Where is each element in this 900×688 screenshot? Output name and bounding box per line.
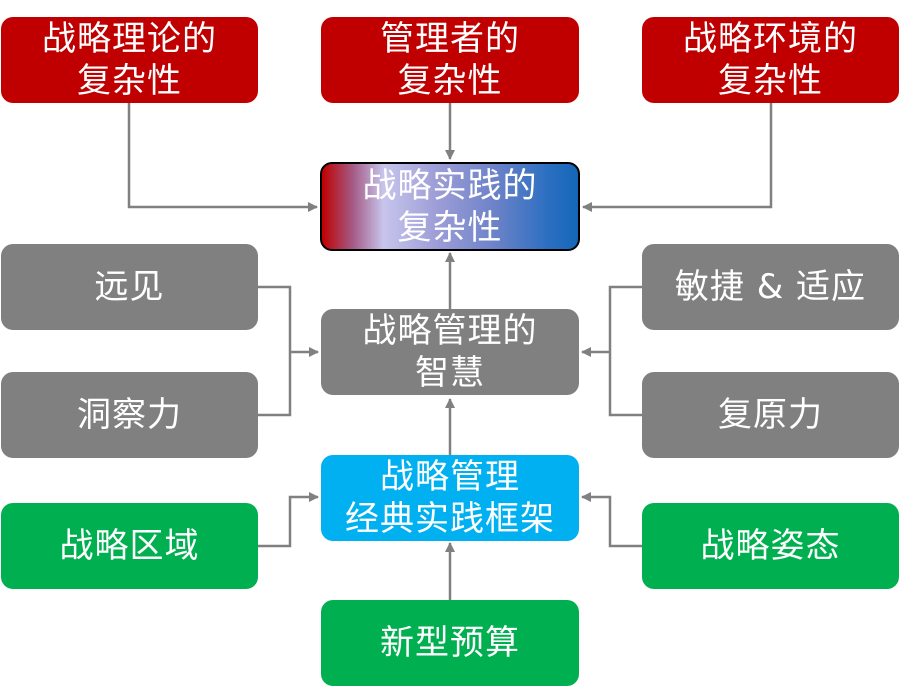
domain-box: 战略区域	[1, 503, 258, 589]
theory-complexity-box: 战略理论的 复杂性	[1, 17, 258, 103]
environment-complexity-line-2: 复杂性	[718, 61, 823, 101]
arrow-domain-to-framework	[258, 492, 319, 548]
manager-complexity-line-2: 复杂性	[397, 61, 503, 101]
insight-box: 洞察力	[1, 372, 258, 458]
framework-box: 战略管理 经典实践框架	[321, 455, 579, 541]
practice-complexity-box: 战略实践的 复杂性	[320, 162, 580, 251]
practice-complexity-line-2: 复杂性	[397, 207, 503, 248]
arrow-environment-to-practice	[582, 103, 773, 212]
domain-label: 战略区域	[59, 526, 200, 566]
resilience-box: 复原力	[642, 372, 899, 458]
posture-label: 战略姿态	[700, 526, 841, 566]
vision-label: 远见	[94, 267, 165, 307]
bracket-right-wisdom	[608, 285, 642, 417]
wisdom-line-2: 智慧	[415, 353, 485, 393]
wisdom-box: 战略管理的 智慧	[321, 309, 579, 395]
insight-label: 洞察力	[77, 395, 182, 435]
framework-line-1: 战略管理	[380, 457, 520, 497]
manager-complexity-line-1: 管理者的	[380, 19, 520, 59]
theory-complexity-line-1: 战略理论的	[42, 19, 217, 59]
environment-complexity-line-1: 战略环境的	[683, 19, 858, 59]
framework-line-2: 经典实践框架	[345, 499, 555, 539]
agility-box: 敏捷 & 适应	[642, 244, 899, 330]
environment-complexity-box: 战略环境的 复杂性	[642, 17, 899, 103]
arrow-theory-to-practice	[127, 103, 318, 212]
theory-complexity-line-2: 复杂性	[77, 61, 182, 101]
vision-box: 远见	[1, 244, 258, 330]
agility-label: 敏捷 & 适应	[674, 267, 867, 307]
budget-box: 新型预算	[321, 600, 579, 686]
budget-label: 新型预算	[380, 623, 520, 663]
resilience-label: 复原力	[718, 395, 823, 435]
manager-complexity-box: 管理者的 复杂性	[321, 17, 579, 103]
posture-box: 战略姿态	[642, 503, 899, 589]
wisdom-line-1: 战略管理的	[362, 311, 538, 351]
bracket-left-wisdom	[258, 285, 292, 417]
arrow-posture-to-framework	[581, 492, 642, 548]
practice-complexity-line-1: 战略实践的	[362, 165, 538, 206]
